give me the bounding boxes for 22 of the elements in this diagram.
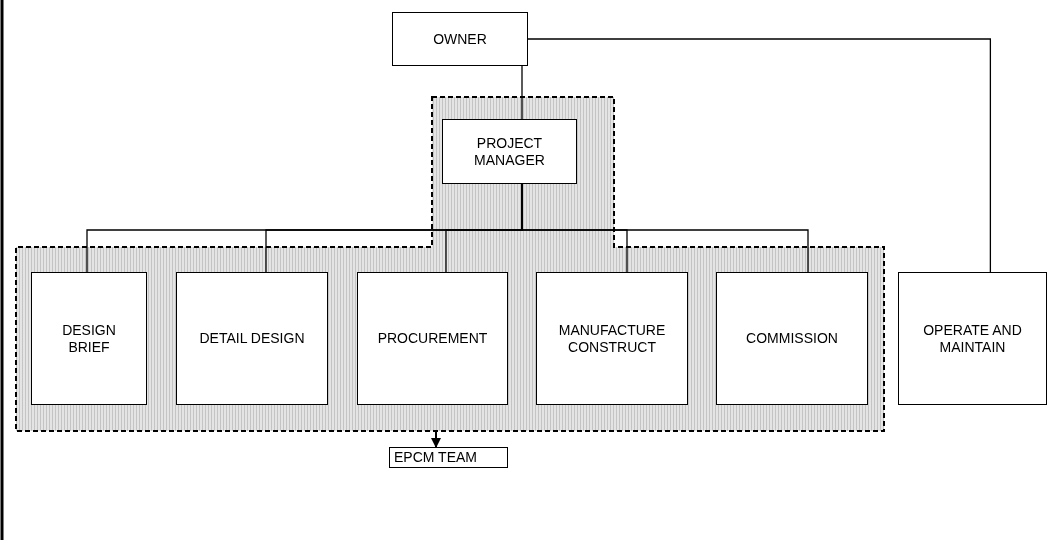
- process-box: [392, 12, 528, 66]
- box-label: PROCUREMENT: [377, 330, 488, 347]
- box-label: OPERATE AND MAINTAIN: [922, 321, 1023, 356]
- connector-line: [521, 65, 523, 120]
- process-box: [536, 272, 688, 405]
- process-box: [898, 272, 1047, 405]
- box-label: PROJECT MANAGER: [473, 134, 546, 169]
- connector-line: [527, 38, 992, 273]
- box-label: OWNER: [433, 30, 487, 48]
- process-box: [389, 447, 508, 468]
- process-box: [357, 272, 508, 405]
- box-label: DESIGN BRIEF: [61, 321, 117, 356]
- process-box: [442, 119, 577, 184]
- box-label: EPCM TEAM: [394, 449, 477, 466]
- arrow: [431, 430, 441, 448]
- process-box: [31, 272, 147, 405]
- process-box: [716, 272, 868, 405]
- box-label: MANUFACTURE CONSTRUCT: [557, 321, 667, 356]
- box-label: COMMISSION: [746, 330, 838, 347]
- dashed-group-region: [16, 97, 884, 431]
- process-box: [176, 272, 328, 405]
- box-label: DETAIL DESIGN: [199, 330, 305, 347]
